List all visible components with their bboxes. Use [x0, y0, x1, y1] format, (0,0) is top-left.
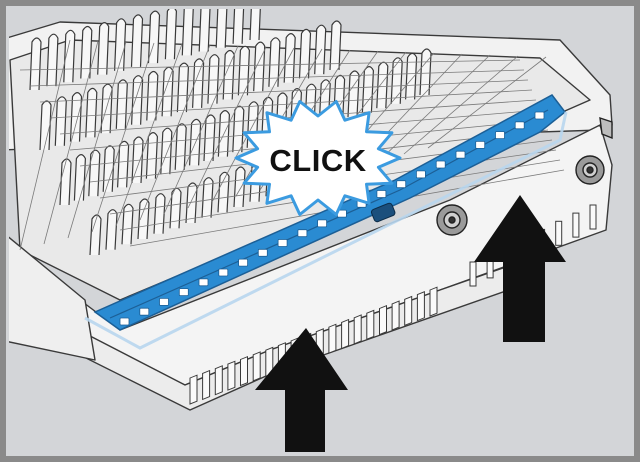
- click-label: CLICK: [269, 143, 366, 178]
